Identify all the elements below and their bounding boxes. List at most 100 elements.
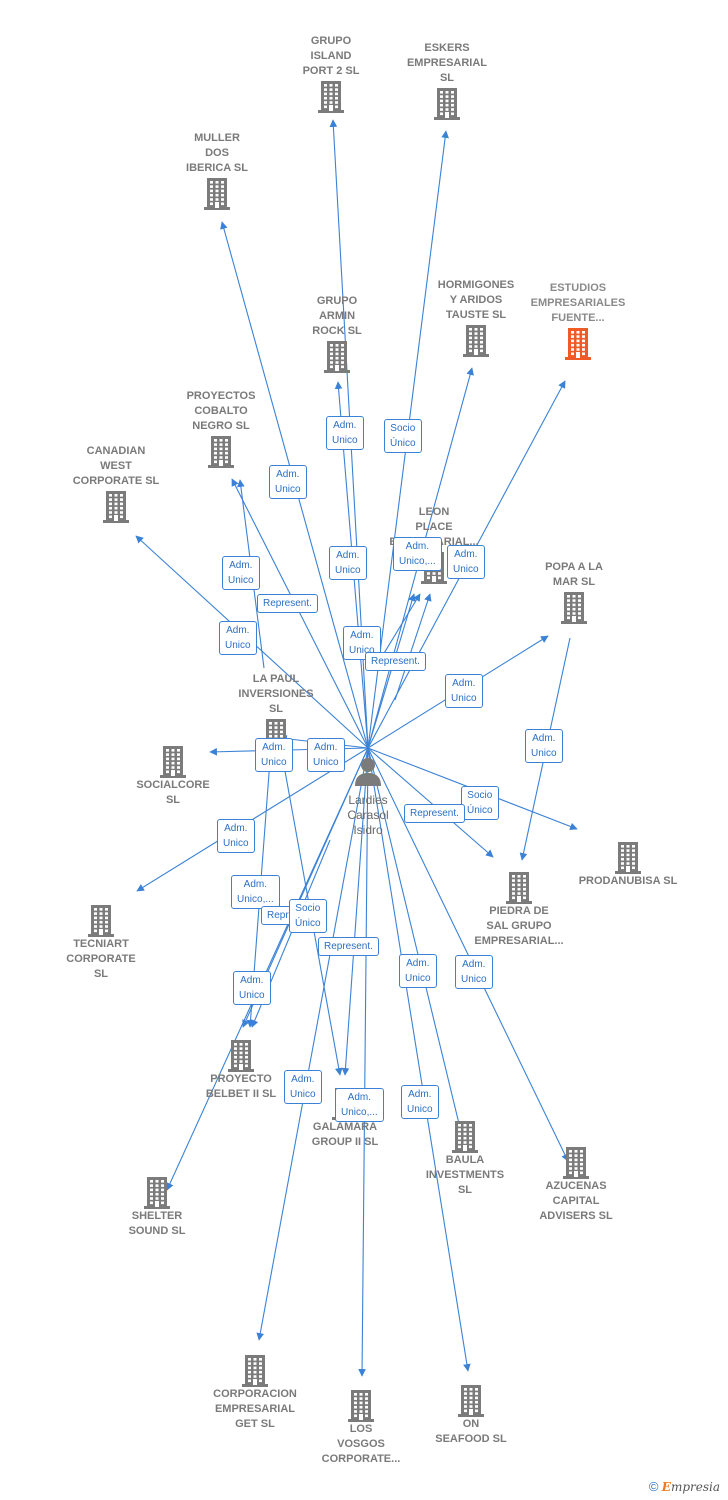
company-los-vosgos[interactable]: LOS VOSGOS CORPORATE...: [296, 1384, 426, 1467]
relationship-edge: [367, 747, 471, 1372]
company-socialcore[interactable]: SOCIALCORE SL: [108, 740, 238, 808]
company-label: SHELTER SOUND SL: [128, 1210, 186, 1237]
company-label: CANADIAN WEST CORPORATE SL: [72, 445, 160, 487]
company-label: CORPORACION EMPRESARIAL GET SL: [213, 1388, 297, 1430]
building-icon: [458, 1385, 484, 1417]
relation-label[interactable]: Adm. Unico: [222, 556, 260, 590]
company-muller[interactable]: MULLER DOS IBERICA SL: [152, 131, 282, 214]
company-label: POPA A LA MAR SL: [545, 561, 603, 588]
company-label: LA PAUL INVERSIONES SL: [238, 673, 314, 715]
relation-label[interactable]: Adm. Unico: [217, 819, 255, 853]
relation-label[interactable]: Represent.: [318, 937, 379, 956]
company-label: TECNIART CORPORATE SL: [66, 938, 136, 980]
building-icon: [463, 325, 489, 357]
company-piedra[interactable]: PIEDRA DE SAL GRUPO EMPRESARIAL...: [454, 866, 584, 949]
building-icon: [88, 905, 114, 937]
relation-label[interactable]: Adm. Unico: [399, 954, 437, 988]
building-icon: [160, 746, 186, 778]
company-label: PIEDRA DE SAL GRUPO EMPRESARIAL...: [474, 905, 564, 947]
relationship-edge: [367, 747, 464, 1133]
company-label: PROYECTOS COBALTO NEGRO SL: [186, 390, 256, 432]
company-tecniart[interactable]: TECNIART CORPORATE SL: [36, 899, 166, 982]
building-icon: [563, 1147, 589, 1179]
building-icon: [208, 436, 234, 468]
building-icon: [318, 81, 344, 113]
building-icon: [565, 328, 591, 360]
relation-label[interactable]: Adm. Unico: [401, 1085, 439, 1119]
relation-label[interactable]: Adm. Unico: [455, 955, 493, 989]
relation-label[interactable]: Adm. Unico: [447, 545, 485, 579]
building-icon: [452, 1121, 478, 1153]
relationship-edge: [231, 478, 369, 749]
company-hormigones[interactable]: HORMIGONES Y ARIDOS TAUSTE SL: [411, 278, 541, 361]
company-prodanubisa[interactable]: PRODANUBISA SL: [563, 836, 693, 889]
building-icon: [506, 872, 532, 904]
company-on-seafood[interactable]: ON SEAFOOD SL: [406, 1379, 536, 1447]
relationship-edge: [256, 747, 369, 1341]
company-label: SOCIALCORE SL: [136, 779, 210, 806]
building-icon: [615, 842, 641, 874]
relationship-edge: [358, 747, 369, 1377]
building-icon: [434, 88, 460, 120]
person-icon: [355, 758, 381, 786]
building-icon: [204, 178, 230, 210]
company-label: PRODANUBISA SL: [578, 875, 678, 887]
company-label: GRUPO ISLAND PORT 2 SL: [302, 35, 360, 77]
relation-label[interactable]: Adm. Unico,...: [335, 1088, 384, 1122]
relation-label[interactable]: Adm. Unico: [326, 416, 364, 450]
relation-label[interactable]: Socio Único: [461, 786, 499, 820]
company-label: HORMIGONES Y ARIDOS TAUSTE SL: [437, 279, 515, 321]
company-grupo-armin[interactable]: GRUPO ARMIN ROCK SL: [272, 294, 402, 377]
company-label: LOS VOSGOS CORPORATE...: [321, 1423, 401, 1465]
company-shelter[interactable]: SHELTER SOUND SL: [92, 1171, 222, 1239]
company-eskers[interactable]: ESKERS EMPRESARIAL SL: [382, 41, 512, 124]
building-icon: [228, 1040, 254, 1072]
building-icon: [324, 341, 350, 373]
relation-label[interactable]: Represent.: [257, 594, 318, 613]
company-corporacion[interactable]: CORPORACION EMPRESARIAL GET SL: [190, 1349, 320, 1432]
relation-label[interactable]: Socio Único: [289, 899, 327, 933]
building-icon: [561, 592, 587, 624]
relation-label[interactable]: Adm. Unico: [525, 729, 563, 763]
relationship-edge: [367, 593, 416, 749]
company-proyectos-cobalto[interactable]: PROYECTOS COBALTO NEGRO SL: [156, 389, 286, 472]
relation-label[interactable]: Adm. Unico: [343, 626, 381, 660]
relation-label[interactable]: Represent.: [404, 804, 465, 823]
relationship-edge: [367, 747, 494, 858]
relation-label[interactable]: Socio Único: [384, 419, 422, 453]
company-canadian[interactable]: CANADIAN WEST CORPORATE SL: [51, 444, 181, 527]
relation-label[interactable]: Adm. Unico: [307, 738, 345, 772]
brand-initial: E: [661, 1480, 671, 1494]
relation-label[interactable]: Adm. Unico: [269, 465, 307, 499]
relation-label[interactable]: Adm. Unico,...: [231, 875, 280, 909]
building-icon: [144, 1177, 170, 1209]
company-proyecto-belbet[interactable]: PROYECTO BELBET II SL: [176, 1034, 306, 1102]
company-popa[interactable]: POPA A LA MAR SL: [509, 560, 639, 628]
relation-label[interactable]: Adm. Unico: [233, 971, 271, 1005]
building-icon: [103, 491, 129, 523]
relation-label[interactable]: Adm. Unico: [219, 621, 257, 655]
company-azucenas[interactable]: AZUCENAS CAPITAL ADVISERS SL: [511, 1141, 641, 1224]
company-label: GALAMARA GROUP II SL: [311, 1121, 379, 1148]
center-person-name: Lardies Carasol Isidro: [347, 793, 389, 837]
relation-label[interactable]: Adm. Unico: [329, 546, 367, 580]
relationship-edge: [367, 747, 569, 1162]
relation-label[interactable]: Adm. Unico: [445, 674, 483, 708]
company-label: MULLER DOS IBERICA SL: [186, 132, 248, 174]
center-person[interactable]: Lardies Carasol Isidro: [323, 756, 413, 838]
company-estudios[interactable]: ESTUDIOS EMPRESARIALES FUENTE...: [513, 281, 643, 364]
relationship-edge: [341, 747, 369, 1076]
empresia-logo[interactable]: © Empresia: [649, 1479, 720, 1494]
company-grupo-island[interactable]: GRUPO ISLAND PORT 2 SL: [266, 34, 396, 117]
company-label: PROYECTO BELBET II SL: [205, 1073, 277, 1100]
company-label: ESTUDIOS EMPRESARIALES FUENTE...: [530, 282, 626, 324]
brand-name: mpresia: [670, 1480, 720, 1494]
relation-label[interactable]: Adm. Unico,...: [393, 537, 442, 571]
relation-label[interactable]: Adm. Unico: [255, 738, 293, 772]
relation-label[interactable]: Adm. Unico: [284, 1070, 322, 1104]
building-icon: [242, 1355, 268, 1387]
relation-label[interactable]: Represent.: [365, 652, 426, 671]
building-icon: [348, 1390, 374, 1422]
company-baula[interactable]: BAULA INVESTMENTS SL: [400, 1115, 530, 1198]
company-label: AZUCENAS CAPITAL ADVISERS SL: [539, 1180, 613, 1222]
